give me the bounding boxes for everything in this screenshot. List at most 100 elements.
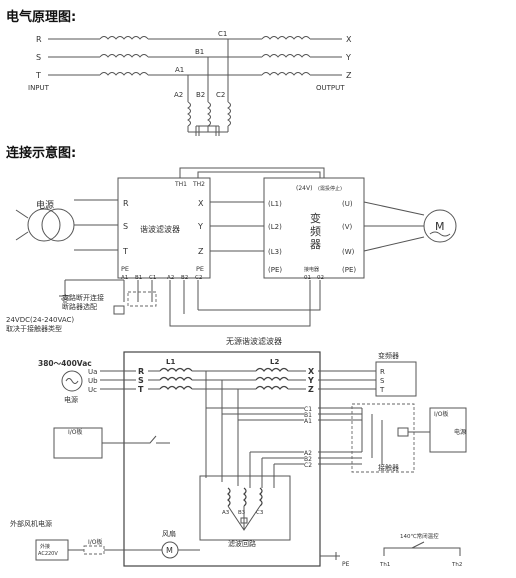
filter-out-x: X bbox=[198, 199, 204, 208]
filter-bottom-terminals: A1 B1 C1 A2 B2 C2 bbox=[121, 275, 202, 281]
ext-fan-power-label: 外部风机电源 bbox=[10, 519, 52, 528]
filter-out-z: Z bbox=[198, 247, 204, 256]
detail-source-label: 电源 bbox=[64, 395, 78, 404]
inverter-name: 变频器 bbox=[310, 211, 321, 251]
th1-label: TH1 bbox=[174, 181, 187, 188]
term-b1: B1 bbox=[135, 275, 142, 281]
inv-bottom-label: 接电器 bbox=[304, 266, 319, 273]
term-a1: A1 bbox=[121, 275, 128, 281]
tap-a2-label: A2 bbox=[174, 91, 183, 99]
tap-a1: A1 bbox=[304, 418, 312, 425]
phase-ub: Ub bbox=[88, 377, 98, 385]
input-label: INPUT bbox=[28, 84, 50, 92]
out-x-label: X bbox=[346, 35, 352, 44]
filter-out-y: Y bbox=[197, 222, 203, 231]
output-label: OUTPUT bbox=[316, 84, 345, 92]
io-board-label: I/O板 bbox=[68, 428, 83, 436]
tap-c2-label: C2 bbox=[216, 91, 225, 99]
cap-b3: B3 bbox=[238, 510, 246, 516]
fan-motor-label: M bbox=[166, 546, 173, 555]
filter-in-s: S bbox=[123, 222, 128, 231]
thermal-th2: Th2 bbox=[451, 562, 462, 568]
power-right-label: 电源 bbox=[454, 428, 466, 436]
io-board-right-label: I/O板 bbox=[434, 410, 449, 418]
detail-out-x: X bbox=[308, 367, 315, 376]
motor-label: M bbox=[435, 220, 445, 233]
tap-b2-label: B2 bbox=[196, 91, 205, 99]
filter-pe-right: PE bbox=[196, 265, 204, 273]
tap-a2: A2 bbox=[304, 450, 312, 457]
term-b2: B2 bbox=[181, 275, 188, 281]
detail-inv-r: R bbox=[380, 368, 385, 376]
supply-voltage: 380～400Vac bbox=[38, 359, 92, 368]
io-relay-contact bbox=[83, 545, 105, 555]
detail-out-y: Y bbox=[307, 376, 314, 385]
schematic-diagram: R S T X Y Z INPUT OUTPUT bbox=[28, 30, 352, 136]
source-coil-1 bbox=[27, 208, 61, 242]
term-c2: C2 bbox=[195, 275, 202, 281]
inv-term-02: 02 bbox=[317, 275, 324, 281]
cap-c3: C3 bbox=[256, 510, 264, 516]
inv-out-pe: (PE) bbox=[342, 266, 356, 274]
reactor-coils bbox=[148, 367, 306, 390]
tap-a1-label: A1 bbox=[175, 66, 184, 74]
section-title-schematic: 电气原理图: bbox=[6, 10, 77, 25]
filter-loop-label: 滤波回路 bbox=[228, 539, 256, 548]
contactor-wiring bbox=[318, 407, 383, 465]
line-r-label: R bbox=[36, 35, 42, 44]
note-contactor: 24VDC(24-240VAC)取决于接触器类型 bbox=[6, 316, 74, 333]
filter-in-t: T bbox=[122, 247, 128, 256]
filter-name: 谐波滤波器 bbox=[140, 224, 180, 234]
detail-in-s: S bbox=[138, 376, 144, 385]
reactor-l2-label: L2 bbox=[270, 358, 279, 366]
detail-inverter-box bbox=[375, 361, 417, 397]
out-y-label: Y bbox=[345, 53, 351, 62]
inv-out-u: (U) bbox=[342, 200, 353, 208]
detail-inv-s: S bbox=[380, 377, 385, 385]
source-coil-2 bbox=[41, 208, 75, 242]
filter-box bbox=[117, 177, 211, 279]
inv-out-v: (V) bbox=[342, 223, 353, 231]
out-z-label: Z bbox=[346, 71, 352, 80]
supply-source-symbol bbox=[61, 370, 83, 392]
filter-in-r: R bbox=[123, 199, 129, 208]
detail-in-r: R bbox=[138, 367, 144, 376]
inv-in-pe: (PE) bbox=[268, 266, 282, 274]
contactor-coil-detail bbox=[397, 427, 409, 437]
contactor-coil bbox=[113, 305, 125, 315]
inv-top-note: (24V) bbox=[296, 185, 312, 192]
motor-symbol bbox=[423, 209, 457, 243]
detail-in-t: T bbox=[138, 385, 144, 394]
tap-b2: B2 bbox=[304, 456, 312, 463]
inv-in-l2: (L2) bbox=[268, 223, 282, 231]
detail-title: 无源谐波滤波器 bbox=[226, 336, 282, 346]
detail-inverter-label: 变频器 bbox=[378, 351, 399, 360]
thermal-th1: Th1 bbox=[379, 562, 390, 568]
io-board-small-label: I/O板 bbox=[88, 538, 103, 546]
line-s-label: S bbox=[36, 53, 41, 62]
phase-ua: Ua bbox=[88, 368, 97, 376]
filter-pe-left: PE bbox=[121, 265, 129, 273]
contactor-box bbox=[351, 403, 415, 473]
detail-inv-t: T bbox=[379, 386, 385, 394]
tap-c1: C1 bbox=[304, 406, 312, 413]
filter-loop-box bbox=[199, 475, 291, 541]
inverter-box bbox=[263, 177, 365, 279]
pe-label: PE bbox=[342, 561, 350, 568]
tap-c1-label: C1 bbox=[218, 30, 227, 38]
term-c1: C1 bbox=[149, 275, 156, 281]
inv-term-01: 01 bbox=[304, 275, 311, 281]
phase-uc: Uc bbox=[88, 386, 97, 394]
filter-enclosure bbox=[123, 351, 321, 567]
line-t-label: T bbox=[35, 71, 41, 80]
thermal-note: 140℃常闭温控 bbox=[400, 532, 439, 540]
star-point bbox=[240, 517, 248, 524]
th2-label: TH2 bbox=[192, 181, 205, 188]
inv-out-w: (W) bbox=[342, 248, 355, 256]
conn-source-label: 电源 bbox=[36, 199, 54, 211]
term-a2: A2 bbox=[167, 275, 174, 281]
tap-c2: C2 bbox=[304, 462, 312, 469]
